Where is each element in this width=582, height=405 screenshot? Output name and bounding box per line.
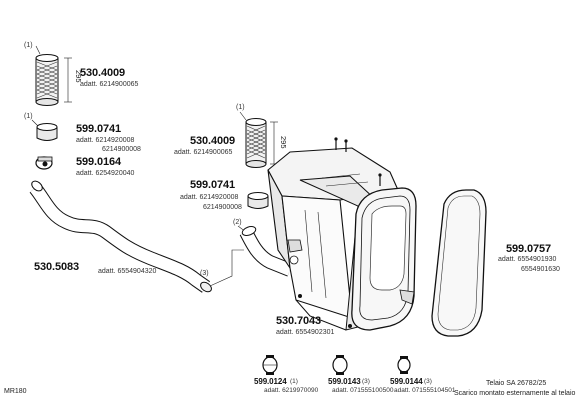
- frame-reference: Telaio SA 26782/25: [486, 380, 547, 387]
- part-code-exhaust-pipe: 530.5083: [34, 261, 80, 273]
- part-note-flex-hose-left: adatt. 6214900065: [80, 81, 139, 88]
- callout-3: (3): [200, 270, 209, 277]
- qty-ring-center: (2): [233, 219, 242, 226]
- part-code-flex-hose-left: 530.4009: [80, 67, 126, 79]
- part-note-flex-hose-center: adatt. 6214900065: [174, 149, 233, 156]
- part-note-cover: adatt. 6554901930: [498, 256, 557, 263]
- part-code-clamp-left: 599.0164: [76, 156, 122, 168]
- qty-clamp-0124: (1): [290, 378, 298, 385]
- part-note2-ring-center: 6214900008: [203, 204, 242, 211]
- part-code-flex-hose-center: 530.4009: [190, 135, 236, 147]
- qty-flex-hose-left: (1): [24, 42, 33, 49]
- part-note2-cover: 6554901630: [521, 266, 560, 273]
- part-note2-ring-left: 6214900008: [102, 146, 141, 153]
- part-code-cover: 599.0757: [506, 243, 552, 255]
- part-note-ring-center: adatt. 6214920008: [180, 194, 239, 201]
- muffler-cover: [431, 189, 487, 337]
- qty-ring-left: (1): [24, 113, 33, 120]
- leader-line-3: [209, 249, 244, 287]
- muffler-inlet-pipe: [237, 225, 293, 277]
- part-note-ring-left: adatt. 6214920008: [76, 137, 135, 144]
- clamp-left: [35, 156, 53, 170]
- part-code-clamp-0124: 599.0124: [254, 377, 287, 386]
- part-code-ring-center: 599.0741: [190, 179, 236, 191]
- dim-flex-hose-center: 295: [279, 136, 288, 149]
- ring-center: [247, 192, 269, 209]
- qty-flex-hose-center: (1): [236, 104, 245, 111]
- flex-hose-center: [239, 111, 278, 168]
- part-code-clamp-0143: 599.0143: [328, 377, 361, 386]
- qty-clamp-0144: (3): [424, 378, 432, 385]
- exhaust-pipe: [29, 180, 212, 293]
- part-note-clamp-0143: adatt. 071555100500: [332, 387, 394, 394]
- qty-clamp-0143: (3): [362, 378, 370, 385]
- flex-hose-left: [35, 45, 72, 106]
- clamp-599-0144: [397, 356, 411, 374]
- part-code-clamp-0144: 599.0144: [390, 377, 423, 386]
- part-note-clamp-0124: adatt. 6219970090: [264, 387, 319, 394]
- clamp-599-0124: [262, 355, 278, 375]
- part-code-ring-left: 599.0741: [76, 123, 122, 135]
- mounting-note: Scarico montato esternamente al telaio: [454, 390, 576, 397]
- drawing-reference: MR180: [4, 388, 27, 395]
- part-note-clamp-left: adatt. 6254920040: [76, 170, 135, 177]
- part-note-clamp-0144: adatt. 071555104501: [394, 387, 456, 394]
- ring-left: [31, 119, 58, 141]
- part-note-exhaust-pipe: adatt. 6554904320: [98, 268, 157, 275]
- clamp-599-0143: [332, 355, 348, 375]
- muffler-body: [267, 137, 417, 331]
- part-code-muffler: 530.7043: [276, 315, 322, 327]
- part-note-muffler: adatt. 6554902301: [276, 329, 335, 336]
